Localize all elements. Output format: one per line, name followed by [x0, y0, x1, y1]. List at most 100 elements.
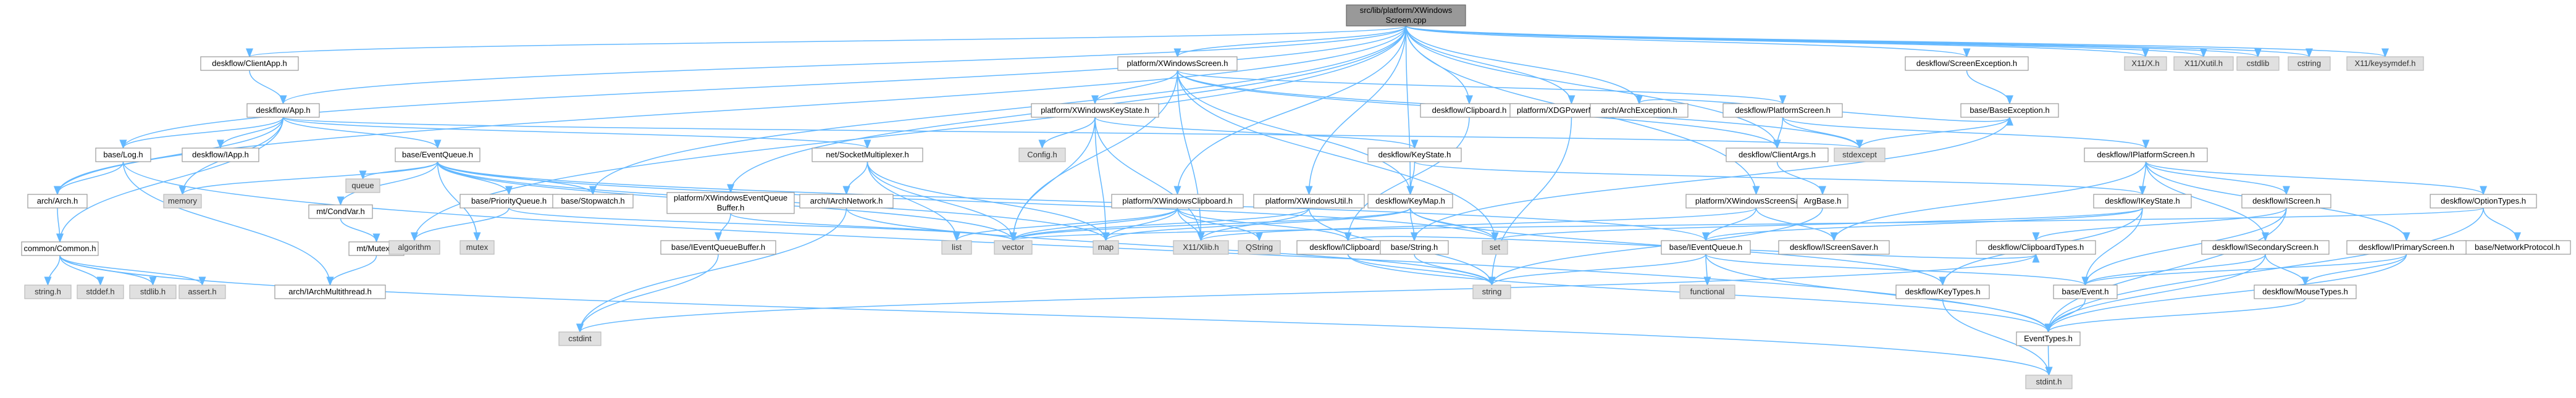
node-box [2016, 331, 2081, 346]
node-box [799, 194, 894, 209]
node-box [178, 284, 226, 299]
node-label: deskflow/ClientApp.h [212, 59, 287, 68]
edge-opttypes-to-vector [1010, 207, 2484, 242]
node-cstdlib: cstdlib [2236, 56, 2280, 71]
node-x11xlib: X11/Xlib.h [1173, 240, 1229, 255]
node-platscreen[interactable]: deskflow/PlatformScreen.h [1722, 103, 1843, 118]
node-box [1778, 240, 1890, 255]
node-mousetypes[interactable]: deskflow/MouseTypes.h [2254, 284, 2357, 299]
node-box [558, 331, 602, 346]
node-sockmux[interactable]: net/SocketMultiplexer.h [812, 147, 923, 162]
node-label: arch/ArchException.h [1601, 106, 1677, 115]
node-keytypes[interactable]: deskflow/KeyTypes.h [1895, 284, 1990, 299]
node-label: deskflow/IScreenSaver.h [1790, 243, 1878, 252]
node-baseevent[interactable]: base/Event.h [2053, 284, 2118, 299]
node-keystate[interactable]: deskflow/KeyState.h [1367, 147, 1462, 162]
node-label: deskflow/ClientArgs.h [1739, 150, 1816, 159]
node-label: cstdlib [2247, 59, 2270, 68]
node-ikeystate[interactable]: deskflow/IKeyState.h [2093, 194, 2192, 209]
node-box [1722, 103, 1843, 118]
node-label: base/PriorityQueue.h [471, 196, 547, 205]
node-iapp[interactable]: deskflow/IApp.h [182, 147, 259, 162]
node-keymap[interactable]: deskflow/KeyMap.h [1367, 194, 1453, 209]
edge-iscreen-to-baseevent [2081, 207, 2287, 286]
node-isecscreen[interactable]: deskflow/ISecondaryScreen.h [2201, 240, 2330, 255]
node-label: base/NetworkProtocol.h [2475, 243, 2560, 252]
node-eventtypes[interactable]: EventTypes.h [2016, 331, 2081, 346]
node-iscreen[interactable]: deskflow/IScreen.h [2241, 194, 2331, 209]
node-basestring[interactable]: base/String.h [1380, 240, 1449, 255]
node-label: platform/XWindowsScreenSaver.h [1695, 196, 1817, 205]
edge-xwutil-to-vector [1009, 207, 1310, 242]
node-box [308, 204, 373, 219]
node-ieqbuf[interactable]: base/IEventQueueBuffer.h [660, 240, 776, 255]
node-opttypes[interactable]: deskflow/OptionTypes.h [2430, 194, 2537, 209]
node-scrnexc[interactable]: deskflow/ScreenException.h [1905, 56, 2029, 71]
node-ieventqueue[interactable]: base/IEventQueue.h [1661, 240, 1751, 255]
node-map: map [1093, 240, 1119, 255]
node-box [2241, 194, 2331, 209]
node-iprimscreen[interactable]: deskflow/IPrimaryScreen.h [2346, 240, 2467, 255]
node-iarchmt[interactable]: arch/IArchMultithread.h [274, 284, 386, 299]
node-cliptypes[interactable]: deskflow/ClipboardTypes.h [1976, 240, 2096, 255]
node-vector: vector [994, 240, 1033, 255]
node-algorithm: algorithm [388, 240, 440, 255]
node-netproto[interactable]: base/NetworkProtocol.h [2464, 240, 2571, 255]
node-eventqueue[interactable]: base/EventQueue.h [395, 147, 480, 162]
node-xwscreen[interactable]: platform/XWindowsScreen.h [1117, 56, 1238, 71]
node-xwsaver[interactable]: platform/XWindowsScreenSaver.h [1685, 194, 1827, 209]
edge-iplatscreen-to-iscreen [2145, 161, 2290, 196]
node-xwkeystate[interactable]: platform/XWindowsKeyState.h [1031, 103, 1159, 118]
edge-isecscreen-to-eventtypes [2044, 254, 2266, 333]
node-cliapp[interactable]: deskflow/ClientApp.h [200, 56, 299, 71]
node-archarch[interactable]: arch/Arch.h [27, 194, 88, 209]
node-label: deskflow/KeyState.h [1378, 150, 1451, 159]
node-argbase[interactable]: ArgBase.h [1797, 194, 1848, 209]
node-app[interactable]: deskflow/App.h [246, 103, 320, 118]
node-label: deskflow/PlatformScreen.h [1735, 106, 1831, 115]
node-qstring: QString [1238, 240, 1281, 255]
node-xwutil[interactable]: platform/XWindowsUtil.h [1253, 194, 1365, 209]
edge-sockmux-to-map [866, 161, 1110, 242]
node-box [459, 240, 495, 255]
node-label: memory [168, 196, 197, 205]
node-archexc[interactable]: arch/ArchException.h [1590, 103, 1689, 118]
node-box [994, 240, 1033, 255]
edge-xwscreen-to-xwkeystate [1091, 70, 1178, 105]
node-box [1346, 4, 1466, 27]
edge-xdgpower-to-string [1488, 117, 1572, 286]
edge-ikeystate-to-ieventqueue [1702, 207, 2143, 242]
edge-iclipboard-to-string [1347, 254, 1496, 286]
node-clientargs[interactable]: deskflow/ClientArgs.h [1726, 147, 1829, 162]
node-iscrsaver[interactable]: deskflow/IScreenSaver.h [1778, 240, 1890, 255]
node-box [2288, 56, 2331, 71]
node-box [660, 240, 776, 255]
node-clipboard[interactable]: deskflow/Clipboard.h [1420, 103, 1519, 118]
node-label: arch/IArchNetwork.h [810, 196, 883, 205]
edge-xwscreen-to-x11xlib [1177, 70, 1205, 242]
edge-xwclip-to-list [953, 207, 1178, 242]
node-functional: functional [1679, 284, 1735, 299]
node-xwclip[interactable]: platform/XWindowsClipboard.h [1111, 194, 1244, 209]
node-baselog[interactable]: base/Log.h [95, 147, 151, 162]
node-label: deskflow/ScreenException.h [1916, 59, 2017, 68]
node-label: base/String.h [1391, 243, 1438, 252]
edge-eventqueue-to-mutex [437, 161, 481, 242]
node-iplatscreen[interactable]: deskflow/IPlatformScreen.h [2084, 147, 2208, 162]
node-stopwatch[interactable]: base/Stopwatch.h [552, 194, 634, 209]
edge-root-to-stopwatch [589, 25, 1407, 196]
edge-iprimscreen-to-baseevent [2081, 254, 2407, 286]
edge-xwsaver-to-x11xlib [1197, 207, 1757, 242]
edge-root-to-x11x [1405, 25, 2149, 58]
node-baseexc[interactable]: base/BaseException.h [1960, 103, 2059, 118]
node-common[interactable]: common/Common.h [21, 241, 99, 256]
node-label: deskflow/KeyTypes.h [1905, 287, 1980, 296]
node-prioq[interactable]: base/PriorityQueue.h [459, 194, 558, 209]
node-iarchnet[interactable]: arch/IArchNetwork.h [799, 194, 894, 209]
node-condvar[interactable]: mt/CondVar.h [308, 204, 373, 219]
edge-eventqueue-to-memory [178, 161, 438, 196]
